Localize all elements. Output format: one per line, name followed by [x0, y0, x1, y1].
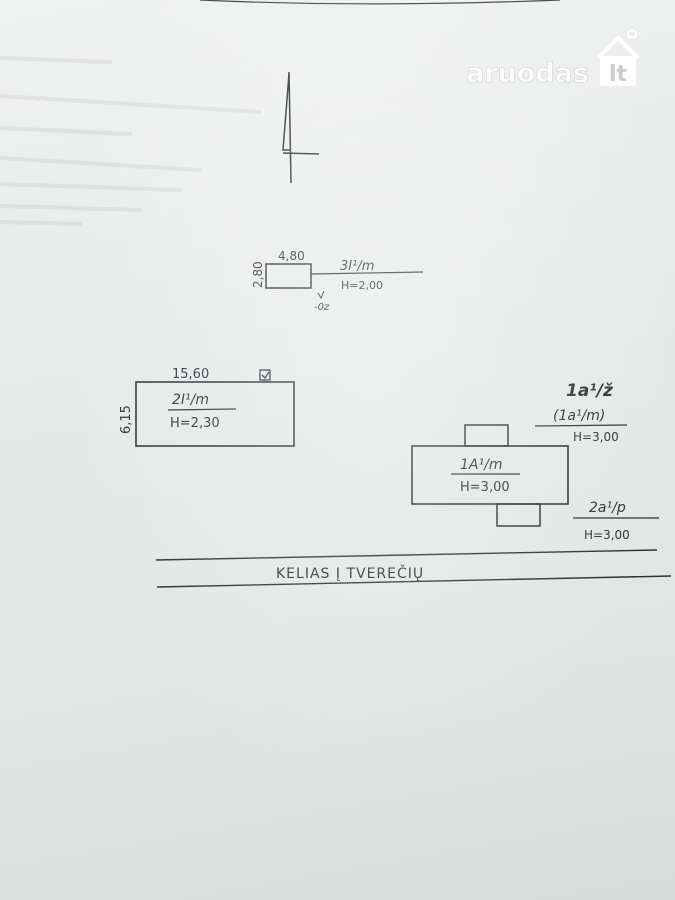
small-building-outline [265, 263, 312, 289]
small-building-leader-line [310, 271, 424, 275]
house-left-depth-label: 6,15 [119, 405, 134, 434]
house-main-code: 1A¹/m [460, 457, 502, 473]
road-edge-top [155, 549, 658, 561]
sheet-top-edge [199, 0, 561, 5]
house-main-extension-bottom-height: H=3,00 [584, 528, 630, 542]
road-label: KELIAS Į TVEREČIŲ [276, 564, 424, 582]
house-left-height: H=2,30 [170, 416, 220, 431]
small-building-depth-label: 2,80 [251, 261, 265, 288]
house-main-extension-top-leader [534, 424, 628, 427]
watermark-tld: lt [609, 62, 628, 87]
house-main-height: H=3,00 [460, 480, 510, 495]
road: KELIAS Į TVEREČIŲ [155, 549, 672, 588]
checkbox-icon [259, 369, 271, 381]
watermark-roof-icon [596, 35, 640, 60]
bleed-through-text [0, 56, 262, 226]
house-left-divider [167, 408, 237, 411]
watermark-house-icon [600, 56, 636, 86]
small-building-tick-icon [317, 290, 325, 300]
house-left-outline [135, 381, 295, 447]
watermark-logo: aruodas lt [466, 29, 640, 89]
house-main-outline [411, 445, 569, 505]
house-main-extension-bottom [496, 503, 541, 527]
house-left-width-label: 15,60 [172, 367, 209, 382]
house-main-extension-top-code: 1a¹/ž [566, 381, 613, 401]
house-main-extension-top-height: H=3,00 [573, 430, 619, 444]
house-left-code: 2I¹/m [172, 392, 209, 408]
house-main: 1A¹/m H=3,00 1a¹/ž (1a¹/m) H=3,00 2a¹/p … [411, 381, 659, 542]
small-building-code: 3I¹/m [340, 259, 374, 274]
north-arrow-icon [282, 71, 320, 184]
watermark-smoke-icon [627, 29, 637, 39]
house-main-extension-top-code-alt: (1a¹/m) [553, 408, 605, 424]
house-main-extension-top [464, 424, 509, 447]
small-building-width-label: 4,80 [278, 249, 305, 263]
road-edge-bottom [156, 575, 672, 588]
house-main-extension-bottom-code: 2a¹/p [589, 500, 626, 516]
small-building-note: -0z [314, 302, 330, 313]
small-building: 4,80 2,80 3I¹/m H=2,00 -0z [251, 249, 424, 313]
watermark-brand: aruodas [466, 58, 589, 89]
house-left: 15,60 6,15 2I¹/m H=2,30 [119, 367, 295, 447]
small-building-height: H=2,00 [341, 279, 383, 292]
